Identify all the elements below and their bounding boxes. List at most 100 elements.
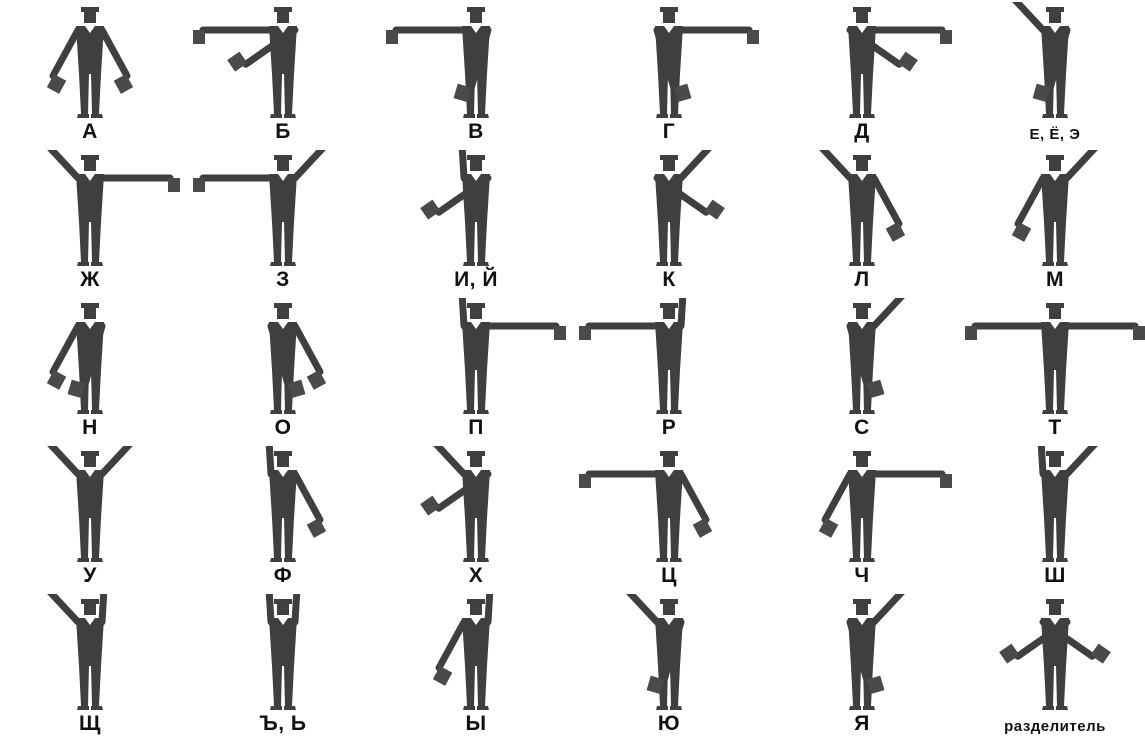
signal-letter-label: Б <box>193 120 373 144</box>
left-flag <box>193 30 205 44</box>
left-flag <box>579 474 591 488</box>
head <box>1049 604 1061 615</box>
head <box>663 456 675 467</box>
feet <box>77 410 103 414</box>
signal-cell: Ф <box>193 446 373 591</box>
signal-cell: Ч <box>772 446 952 591</box>
cap <box>274 451 292 456</box>
legs <box>851 518 873 558</box>
signal-letter-label: Л <box>772 268 952 292</box>
head <box>277 604 289 615</box>
torso <box>655 322 683 370</box>
cap <box>81 451 99 456</box>
cap <box>467 599 485 604</box>
legs <box>658 222 680 262</box>
head <box>277 160 289 171</box>
torso <box>269 174 297 222</box>
feet <box>1042 262 1068 266</box>
head <box>663 160 675 171</box>
feet <box>463 114 489 118</box>
signal-cell: Ъ, Ь <box>193 594 373 739</box>
feet <box>656 558 682 562</box>
feet <box>77 262 103 266</box>
signal-letter-label: С <box>772 416 952 440</box>
left-arm <box>30 150 78 178</box>
left-arm <box>268 446 271 474</box>
signal-cell: Б <box>193 2 373 147</box>
left-arm <box>1040 446 1043 474</box>
signal-cell: Т <box>965 298 1145 443</box>
signal-letter-label: Ш <box>965 564 1145 588</box>
right-arm <box>681 298 684 326</box>
signal-cell: Х <box>386 446 566 591</box>
signal-letter-label: Ю <box>579 712 759 736</box>
left-flag <box>898 52 918 72</box>
torso <box>1041 322 1069 370</box>
left-flag <box>433 666 452 686</box>
right-flag <box>554 326 566 340</box>
head <box>856 604 868 615</box>
signal-letter-label: Ф <box>193 564 373 588</box>
right-arm <box>874 178 899 224</box>
cap <box>853 451 871 456</box>
feet <box>463 558 489 562</box>
feet <box>270 262 296 266</box>
cap <box>1046 7 1064 12</box>
legs <box>1044 518 1066 558</box>
legs <box>272 74 294 114</box>
signal-cell: Ж <box>0 150 180 295</box>
left-arm <box>53 30 78 76</box>
legs <box>272 518 294 558</box>
signal-letter-label: Ж <box>0 268 180 292</box>
signal-cell: Ы <box>386 594 566 739</box>
head <box>856 160 868 171</box>
cap <box>467 7 485 12</box>
right-flag <box>940 30 952 44</box>
feet <box>656 410 682 414</box>
signal-letter-label: В <box>386 120 566 144</box>
signal-cell: К <box>579 150 759 295</box>
signal-cell: П <box>386 298 566 443</box>
signal-cell: Г <box>579 2 759 147</box>
head <box>1049 456 1061 467</box>
feet <box>656 114 682 118</box>
left-arm <box>416 446 464 474</box>
head <box>470 456 482 467</box>
signal-cell: Ц <box>579 446 759 591</box>
legs <box>79 74 101 114</box>
torso <box>1041 470 1069 518</box>
signal-cell: И, Й <box>386 150 566 295</box>
feet <box>463 262 489 266</box>
cap <box>81 303 99 308</box>
signal-letter-label: К <box>579 268 759 292</box>
feet <box>1042 706 1068 710</box>
right-arm <box>1067 150 1115 178</box>
cap <box>1046 451 1064 456</box>
legs <box>851 74 873 114</box>
feet <box>1042 410 1068 414</box>
left-arm <box>439 622 464 668</box>
left-arm <box>53 326 78 372</box>
head <box>277 456 289 467</box>
feet <box>849 114 875 118</box>
legs <box>1044 370 1066 410</box>
head <box>84 604 96 615</box>
feet <box>77 114 103 118</box>
signal-letter-label: разделитель <box>965 718 1145 735</box>
right-flag <box>999 644 1019 664</box>
signal-letter-label: Ч <box>772 564 952 588</box>
cap <box>660 155 678 160</box>
head <box>84 308 96 319</box>
cap <box>274 155 292 160</box>
left-flag <box>386 30 398 44</box>
right-flag <box>307 370 326 390</box>
right-flag <box>693 518 712 538</box>
right-flag <box>227 52 247 72</box>
left-flag <box>965 326 977 340</box>
legs <box>79 222 101 262</box>
head <box>84 456 96 467</box>
head <box>84 160 96 171</box>
left-arm <box>268 594 271 622</box>
cap <box>467 451 485 456</box>
legs <box>658 518 680 558</box>
